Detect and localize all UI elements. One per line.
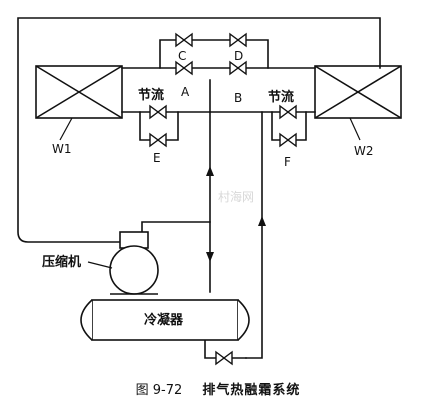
- valve-throttle-right-icon: [279, 104, 297, 120]
- valve-b-label: B: [234, 91, 243, 105]
- figure-number: 图 9-72: [135, 383, 183, 398]
- valve-e-label: E: [153, 151, 161, 165]
- flow-arrow-up-icon: [206, 166, 214, 176]
- condenser-left-head: [80, 299, 93, 341]
- valve-c-icon: [175, 32, 193, 48]
- valve-throttle-left-icon: [149, 104, 167, 120]
- pipe-e-loop: [139, 111, 179, 141]
- pipe-compressor-suction: [141, 221, 211, 233]
- pipe-compressor-discharge: [17, 17, 381, 243]
- compressor-body: [109, 245, 159, 295]
- pipe-condenser-out: [245, 111, 263, 359]
- coil-w2-box: [314, 65, 402, 119]
- valve-c-label: C: [178, 49, 187, 63]
- condenser-label: 冷凝器: [144, 313, 184, 328]
- throttle-left-label: 节流: [138, 88, 165, 103]
- valve-a-label: A: [181, 85, 190, 99]
- coil-w1-box: [35, 65, 123, 119]
- flow-arrow-up-right-icon: [258, 216, 266, 226]
- coil-w1-label: W1: [52, 142, 72, 156]
- condenser-shell: [91, 299, 239, 341]
- pipe-f-loop: [271, 111, 307, 141]
- figure-caption: 图 9-72 排气热融霜系统: [0, 379, 436, 398]
- compressor-label: 压缩机: [42, 255, 82, 270]
- valve-a-icon: [175, 60, 193, 76]
- watermark: 村海网: [218, 190, 255, 204]
- valve-f-label: F: [284, 155, 291, 169]
- pipe-bottom-loop: [204, 339, 247, 359]
- valve-d-label: D: [234, 49, 244, 63]
- pipe-cd-loop: [159, 39, 269, 69]
- flow-arrow-down-icon: [206, 252, 214, 262]
- valve-d-icon: [229, 32, 247, 48]
- throttle-right-label: 节流: [268, 90, 295, 105]
- valve-bottom-icon: [215, 350, 233, 366]
- condenser-right-head: [237, 299, 250, 341]
- valve-e-icon: [149, 132, 167, 148]
- figure-title: 排气热融霜系统: [202, 383, 301, 398]
- valve-b-icon: [229, 60, 247, 76]
- coil-w2-label: W2: [354, 144, 374, 158]
- valve-f-icon: [279, 132, 297, 148]
